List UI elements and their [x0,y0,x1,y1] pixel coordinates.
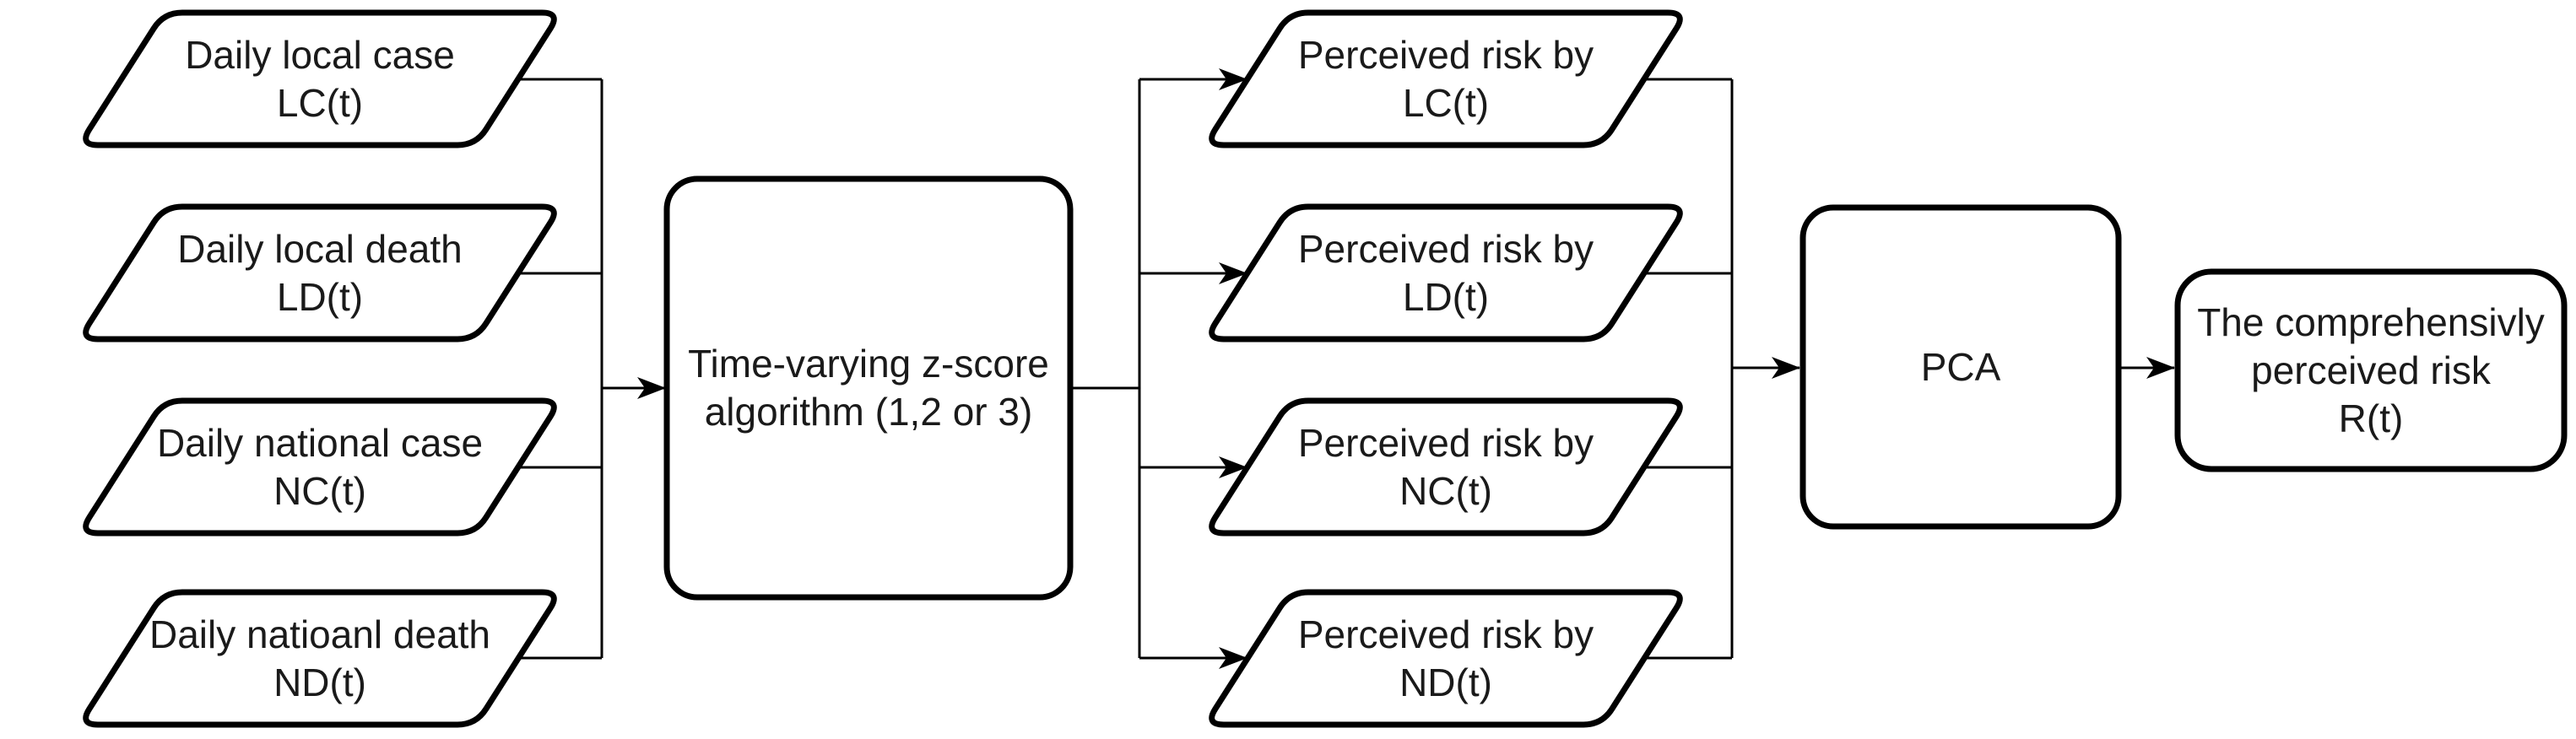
perceived-parallelogram-ld [1212,207,1680,339]
perceived-parallelogram-lc [1212,13,1680,145]
result-box-shape [2174,268,2568,472]
perceived-parallelogram-nd [1212,592,1680,725]
input-parallelogram-lc [86,13,555,145]
perceived-parallelogram-nc [1212,401,1680,533]
pca-box-shape [1799,204,2122,530]
input-parallelogram-nc [86,401,555,533]
input-parallelogram-nd [86,592,555,725]
algorithm-box-shape [663,175,1074,601]
input-parallelogram-ld [86,207,555,339]
